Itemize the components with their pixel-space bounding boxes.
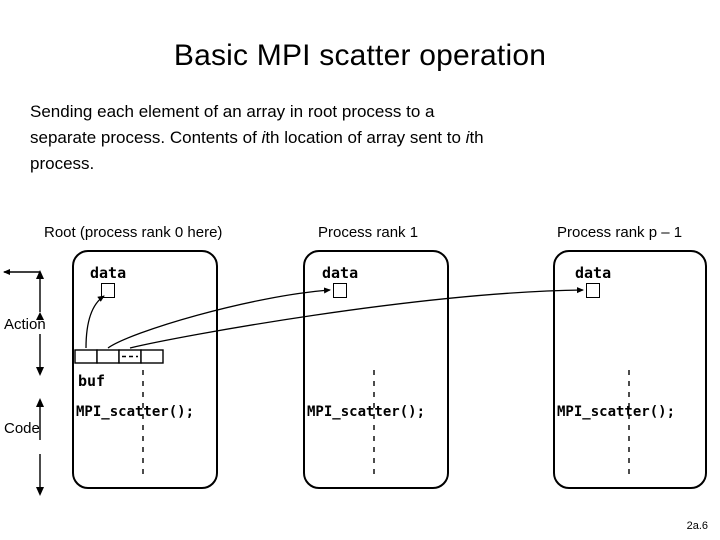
axis-arrowheads [36, 270, 44, 496]
data-label-root: data [90, 264, 127, 282]
data-label-rank1: data [322, 264, 359, 282]
scatter-diagram: Root (process rank 0 here) Process rank … [0, 212, 720, 502]
body-italic-i-1: i [261, 128, 266, 147]
body-line-1: Sending each element of an array in root… [30, 102, 435, 121]
code-label-root: MPI_scatter(); [76, 404, 195, 420]
body-line-2b: th location of array sent to [265, 128, 466, 147]
code-label-rank1: MPI_scatter(); [307, 404, 426, 420]
column-header-rank1: Process rank 1 [318, 224, 419, 241]
body-line-2c: th [469, 128, 484, 147]
column-header-root: Root (process rank 0 here) [44, 224, 223, 241]
column-header-rankp: Process rank p – 1 [557, 224, 683, 241]
body-line-3: process. [30, 154, 95, 173]
data-label-rankp: data [575, 264, 612, 282]
buf-array [74, 349, 164, 364]
diagram-vectors [3, 269, 630, 496]
data-cell-root [101, 283, 115, 298]
box-dotted-lines [142, 370, 630, 480]
data-cell-rank1 [333, 283, 347, 298]
slide-body-text: Sending each element of an array in root… [30, 99, 690, 177]
process-box-rankp [553, 250, 707, 489]
body-italic-i-2: i [465, 128, 470, 147]
side-label-code: Code [4, 420, 40, 437]
scatter-arrows [85, 287, 584, 349]
side-label-action: Action [4, 316, 46, 333]
process-box-root [72, 250, 218, 489]
page-number: 2a.6 [686, 520, 708, 532]
buf-label: buf [78, 372, 106, 390]
data-cell-rankp [586, 283, 600, 298]
body-line-2a: separate process. Contents of [30, 128, 262, 147]
process-box-rank1 [303, 250, 449, 489]
page-title: Basic MPI scatter operation [173, 39, 547, 72]
code-label-rankp: MPI_scatter(); [557, 404, 676, 420]
